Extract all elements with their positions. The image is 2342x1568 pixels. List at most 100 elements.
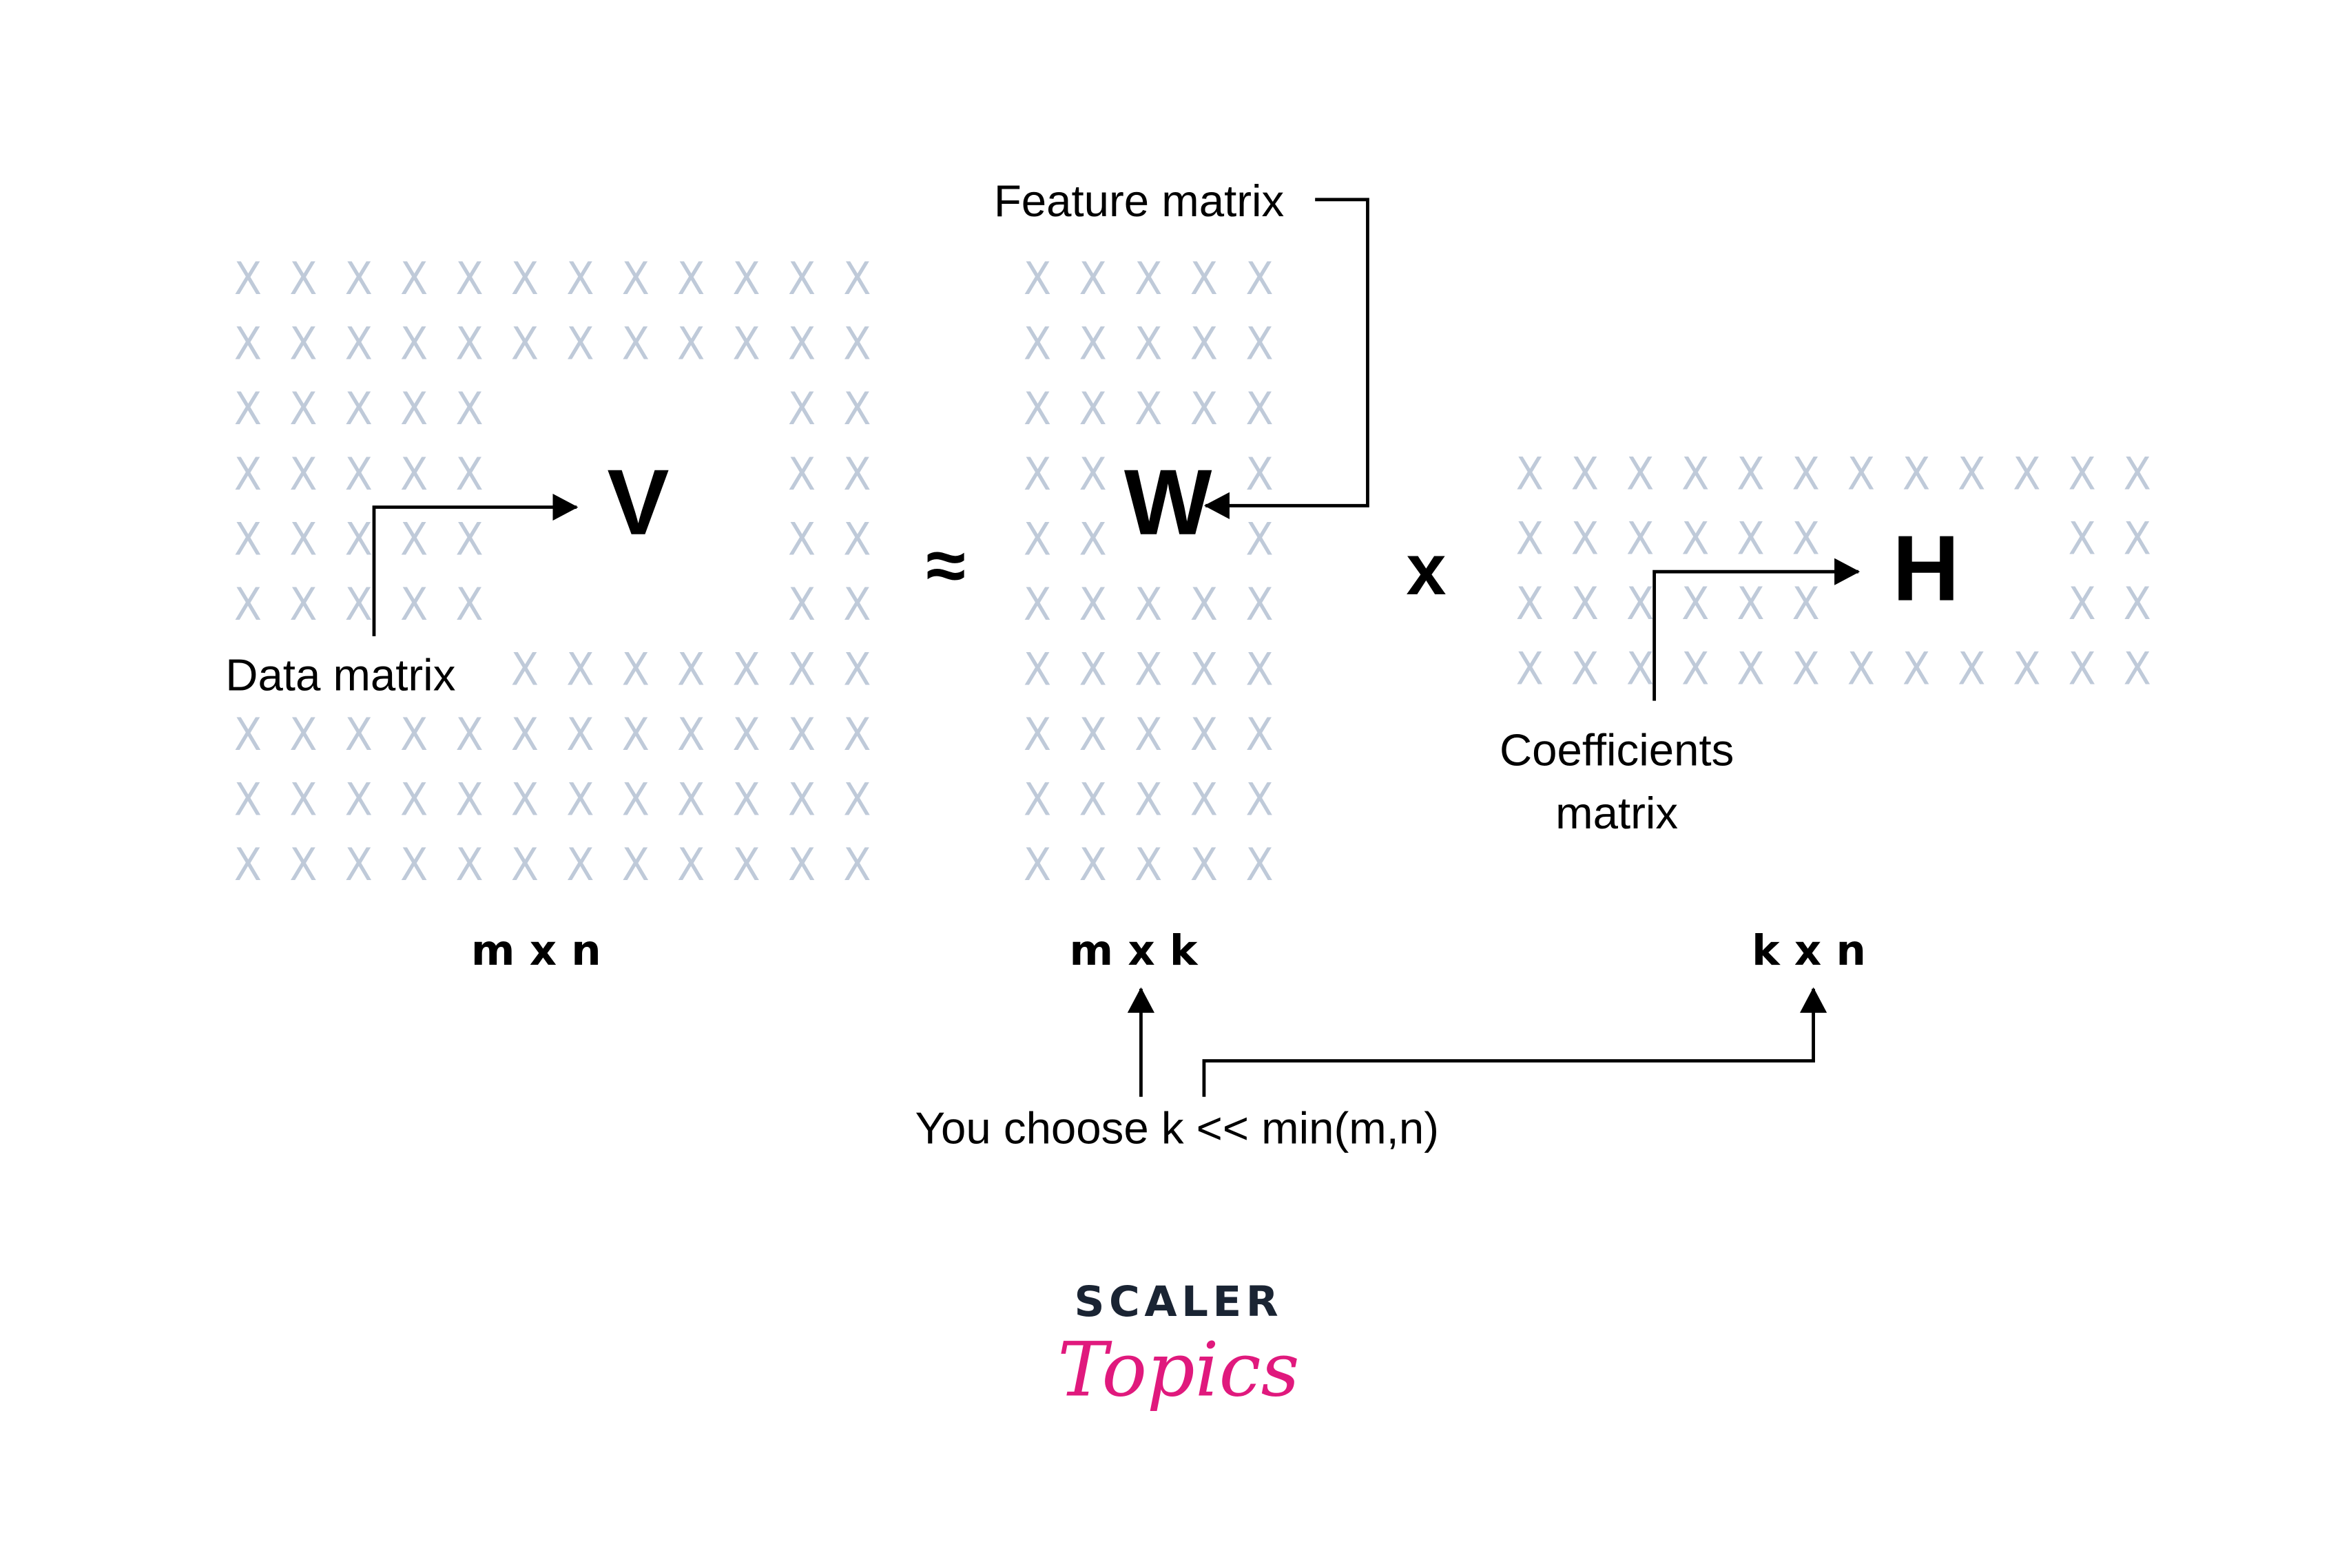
matrix-cell: X xyxy=(455,448,483,501)
matrix-cell: X xyxy=(1245,448,1273,501)
matrix-cell: X xyxy=(345,774,373,826)
matrix-cell: X xyxy=(1024,709,1051,761)
matrix-cell: X xyxy=(1847,448,1875,500)
matrix-cell: X xyxy=(566,839,594,891)
matrix-cell: X xyxy=(1190,318,1218,370)
matrix-cell: X xyxy=(1079,578,1107,631)
matrix-cell: X xyxy=(843,643,871,696)
matrix-cell: X xyxy=(1737,513,1764,565)
matrix-cell: X xyxy=(1024,839,1051,891)
matrix-cell: X xyxy=(1079,253,1107,305)
matrix-cell: X xyxy=(1245,839,1273,891)
approx-operator: ≈ xyxy=(926,525,965,605)
matrix-cell: X xyxy=(788,774,816,826)
matrix-cell: X xyxy=(1571,513,1599,565)
matrix-cell: X xyxy=(455,253,483,305)
matrix-cell: X xyxy=(234,448,262,501)
matrix-cell: X xyxy=(289,448,317,501)
matrix-cell: X xyxy=(1024,448,1051,501)
matrix-cell: X xyxy=(1681,448,1709,500)
matrix-cell: X xyxy=(1190,383,1218,435)
matrix-cell: X xyxy=(677,318,705,370)
matrix-cell: X xyxy=(511,318,539,370)
matrix-cell: X xyxy=(732,839,760,891)
matrix-cell: X xyxy=(345,513,373,565)
matrix-cell: X xyxy=(2013,642,2040,695)
matrix-cell: X xyxy=(677,253,705,305)
logo-topics-text: Topics xyxy=(1057,1326,1299,1413)
matrix-cell: X xyxy=(1245,643,1273,696)
matrix-cell: X xyxy=(566,318,594,370)
matrix-cell: X xyxy=(455,709,483,761)
matrix-cell: X xyxy=(1024,643,1051,696)
matrix-cell: X xyxy=(732,253,760,305)
matrix-cell: X xyxy=(234,383,262,435)
matrix-cell: X xyxy=(843,448,871,501)
matrix-cell: X xyxy=(1024,383,1051,435)
matrix-cell: X xyxy=(622,643,650,696)
matrix-cell: X xyxy=(1190,839,1218,891)
matrix-cell: X xyxy=(1245,383,1273,435)
matrix-cell: X xyxy=(289,513,317,565)
matrix-cell: X xyxy=(511,774,539,826)
matrix-cell: X xyxy=(1737,448,1764,500)
matrix-cell: X xyxy=(1516,448,1544,500)
matrix-cell: X xyxy=(234,253,262,305)
matrix-cell: X xyxy=(1190,253,1218,305)
matrix-cell: X xyxy=(732,318,760,370)
matrix-cell: X xyxy=(289,709,317,761)
matrix-cell: X xyxy=(511,839,539,891)
matrix-cell: X xyxy=(2068,578,2095,630)
multiply-operator: x xyxy=(1406,530,1446,610)
matrix-cell: X xyxy=(1134,643,1162,696)
matrix-cell: X xyxy=(843,253,871,305)
matrix-cell: X xyxy=(2068,513,2095,565)
matrix-cell: X xyxy=(1571,578,1599,630)
matrix-cell: X xyxy=(289,774,317,826)
matrix-cell: X xyxy=(2068,448,2095,500)
matrix-cell: X xyxy=(1190,643,1218,696)
matrix-v-dims: m x n xyxy=(471,926,601,975)
matrix-cell: X xyxy=(234,318,262,370)
logo-scaler-text: SCALER xyxy=(1075,1277,1283,1326)
scaler-topics-logo: SCALER Topics xyxy=(1057,1277,1299,1413)
matrix-cell: X xyxy=(1626,513,1654,565)
matrix-cell: X xyxy=(622,318,650,370)
matrix-cell: X xyxy=(234,578,262,631)
matrix-cell: X xyxy=(788,513,816,565)
matrix-cell: X xyxy=(788,383,816,435)
matrix-cell: X xyxy=(511,253,539,305)
matrix-cell: X xyxy=(2124,642,2151,695)
matrix-cell: X xyxy=(1903,642,1930,695)
matrix-cell: X xyxy=(234,513,262,565)
matrix-cell: X xyxy=(511,643,539,696)
matrix-cell: X xyxy=(455,774,483,826)
matrix-cell: X xyxy=(677,839,705,891)
data-matrix-label: Data matrix xyxy=(225,649,455,700)
matrix-cell: X xyxy=(788,709,816,761)
matrix-cell: X xyxy=(677,774,705,826)
feature-matrix-arrow xyxy=(1203,198,1369,519)
matrix-cell: X xyxy=(1516,642,1544,695)
matrix-cell: X xyxy=(677,643,705,696)
matrix-cell: X xyxy=(2124,448,2151,500)
matrix-cell: X xyxy=(289,839,317,891)
matrix-cell: X xyxy=(843,513,871,565)
matrix-cell: X xyxy=(455,318,483,370)
matrix-cell: X xyxy=(289,318,317,370)
matrix-cell: X xyxy=(788,839,816,891)
matrix-cell: X xyxy=(1681,513,1709,565)
matrix-cell: X xyxy=(1958,642,1985,695)
matrix-cell: X xyxy=(1847,642,1875,695)
matrix-cell: X xyxy=(788,448,816,501)
matrix-cell: X xyxy=(1245,709,1273,761)
matrix-cell: X xyxy=(234,839,262,891)
matrix-cell: X xyxy=(622,839,650,891)
matrix-cell: X xyxy=(455,578,483,631)
matrix-cell: X xyxy=(1681,578,1709,630)
matrix-cell: X xyxy=(1792,578,1820,630)
matrix-cell: X xyxy=(788,578,816,631)
